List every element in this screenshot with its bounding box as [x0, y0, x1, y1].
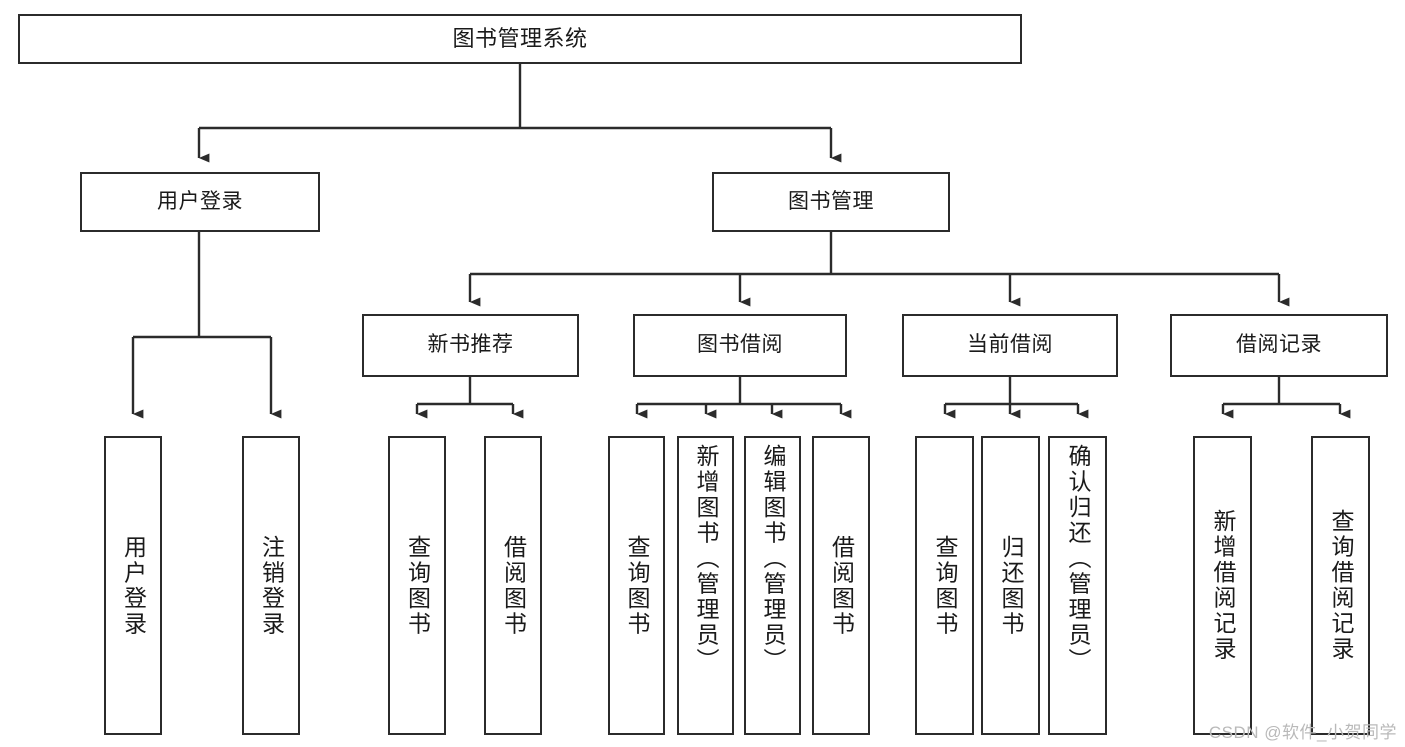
- node-label: 注销登录: [258, 534, 285, 637]
- leaf-confirm-return-admin[interactable]: 确认归还（管理员）: [1048, 436, 1107, 735]
- node-label: 图书借阅: [697, 333, 783, 357]
- leaf-logout[interactable]: 注销登录: [242, 436, 300, 735]
- node-label: 图书管理系统: [452, 26, 588, 52]
- leaf-borrow-search-book[interactable]: 查询图书: [608, 436, 665, 735]
- node-label: 编辑图书（管理员）: [760, 444, 786, 674]
- leaf-add-borrow-record[interactable]: 新增借阅记录: [1193, 436, 1252, 735]
- node-label: 新书推荐: [427, 333, 514, 357]
- node-label: 借阅图书: [500, 534, 527, 637]
- leaf-recommend-search-book[interactable]: 查询图书: [388, 436, 446, 735]
- node-book-management[interactable]: 图书管理: [712, 172, 950, 232]
- leaf-recommend-borrow-book[interactable]: 借阅图书: [484, 436, 542, 735]
- node-label: 图书管理: [788, 189, 874, 213]
- leaf-query-borrow-record[interactable]: 查询借阅记录: [1311, 436, 1370, 735]
- node-label: 确认归还（管理员）: [1065, 444, 1091, 674]
- node-label: 查询图书: [624, 534, 650, 637]
- node-borrow-record[interactable]: 借阅记录: [1170, 314, 1388, 377]
- node-label: 用户登录: [120, 534, 147, 637]
- node-user-login[interactable]: 用户登录: [80, 172, 320, 232]
- node-root-library-system[interactable]: 图书管理系统: [18, 14, 1022, 64]
- node-label: 查询图书: [932, 534, 958, 637]
- node-label: 当前借阅: [967, 333, 1053, 357]
- node-new-book-recommend[interactable]: 新书推荐: [362, 314, 579, 377]
- node-label: 借阅记录: [1236, 333, 1322, 357]
- leaf-user-login[interactable]: 用户登录: [104, 436, 162, 735]
- node-label: 查询借阅记录: [1328, 509, 1354, 662]
- node-label: 归还图书: [998, 534, 1024, 637]
- node-label: 新增借阅记录: [1210, 509, 1236, 662]
- node-current-borrow[interactable]: 当前借阅: [902, 314, 1118, 377]
- leaf-edit-book-admin[interactable]: 编辑图书（管理员）: [744, 436, 801, 735]
- leaf-current-search-book[interactable]: 查询图书: [915, 436, 974, 735]
- node-label: 查询图书: [404, 534, 431, 637]
- leaf-borrow-book[interactable]: 借阅图书: [812, 436, 870, 735]
- node-label: 借阅图书: [828, 534, 855, 637]
- leaf-return-book[interactable]: 归还图书: [981, 436, 1040, 735]
- node-label: 新增图书（管理员）: [693, 444, 719, 674]
- node-book-borrow[interactable]: 图书借阅: [633, 314, 847, 377]
- csdn-watermark: CSDN @软件_小贺同学: [1208, 723, 1397, 742]
- leaf-add-book-admin[interactable]: 新增图书（管理员）: [677, 436, 734, 735]
- node-label: 用户登录: [157, 189, 243, 213]
